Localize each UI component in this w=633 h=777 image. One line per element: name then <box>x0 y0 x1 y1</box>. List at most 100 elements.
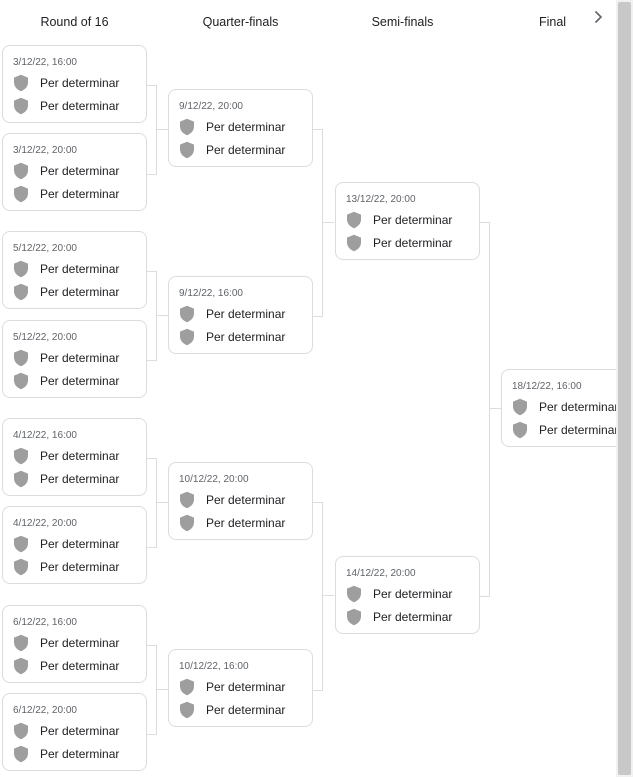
shield-icon <box>13 185 29 203</box>
shield-icon <box>512 398 528 416</box>
team-name: Per determinar <box>206 120 286 134</box>
match-team-home: Per determinar <box>13 73 119 93</box>
shield-icon <box>512 421 528 439</box>
team-name: Per determinar <box>40 636 120 650</box>
shield-icon <box>13 722 29 740</box>
match-team-away: Per determinar <box>13 184 119 204</box>
bracket-connector <box>313 129 323 317</box>
team-name: Per determinar <box>40 76 120 90</box>
match-date: 3/12/22, 20:00 <box>13 145 77 156</box>
shield-icon <box>179 141 195 159</box>
shield-icon <box>346 585 362 603</box>
match-date: 9/12/22, 20:00 <box>179 101 243 112</box>
bracket-connector <box>147 271 157 361</box>
team-name: Per determinar <box>373 587 453 601</box>
match-card-qf-3[interactable]: 10/12/22, 20:00 Per determinar Per deter… <box>168 462 313 540</box>
shield-icon <box>13 283 29 301</box>
team-name: Per determinar <box>40 99 120 113</box>
team-name: Per determinar <box>206 680 286 694</box>
bracket-connector <box>480 222 490 597</box>
shield-icon <box>13 447 29 465</box>
match-team-away: Per determinar <box>13 282 119 302</box>
team-name: Per determinar <box>40 747 120 761</box>
team-name: Per determinar <box>373 213 453 227</box>
bracket-connector <box>157 129 168 130</box>
scrollbar-thumb[interactable] <box>618 2 631 775</box>
match-team-away: Per determinar <box>179 327 285 347</box>
match-team-home: Per determinar <box>179 117 285 137</box>
match-date: 9/12/22, 16:00 <box>179 288 243 299</box>
match-card-sf-2[interactable]: 14/12/22, 20:00 Per determinar Per deter… <box>335 556 480 634</box>
match-team-home: Per determinar <box>13 348 119 368</box>
team-name: Per determinar <box>40 472 120 486</box>
match-team-away: Per determinar <box>179 513 285 533</box>
round-header-quarter-finals[interactable]: Quarter-finals <box>202 15 279 29</box>
match-card-r16-8[interactable]: 6/12/22, 20:00 Per determinar Per determ… <box>2 693 147 771</box>
team-name: Per determinar <box>206 516 286 530</box>
bracket-connector <box>323 222 334 223</box>
round-header-final[interactable]: Final <box>538 15 567 29</box>
match-date: 6/12/22, 16:00 <box>13 617 77 628</box>
match-team-away: Per determinar <box>13 656 119 676</box>
bracket-connector <box>157 689 168 690</box>
bracket-connector <box>147 458 157 548</box>
team-name: Per determinar <box>40 374 120 388</box>
shield-icon <box>346 211 362 229</box>
shield-icon <box>179 701 195 719</box>
team-name: Per determinar <box>206 330 286 344</box>
match-card-r16-1[interactable]: 3/12/22, 16:00 Per determinar Per determ… <box>2 45 147 123</box>
match-card-qf-4[interactable]: 10/12/22, 16:00 Per determinar Per deter… <box>168 649 313 727</box>
shield-icon <box>346 608 362 626</box>
bracket-connector <box>147 85 157 175</box>
team-name: Per determinar <box>40 285 120 299</box>
match-date: 3/12/22, 16:00 <box>13 57 77 68</box>
match-card-r16-4[interactable]: 5/12/22, 20:00 Per determinar Per determ… <box>2 320 147 398</box>
match-date: 14/12/22, 20:00 <box>346 568 416 579</box>
shield-icon <box>179 491 195 509</box>
team-name: Per determinar <box>206 703 286 717</box>
match-date: 5/12/22, 20:00 <box>13 243 77 254</box>
match-card-r16-5[interactable]: 4/12/22, 16:00 Per determinar Per determ… <box>2 418 147 496</box>
match-team-away: Per determinar <box>346 233 452 253</box>
match-team-away: Per determinar <box>512 420 618 440</box>
team-name: Per determinar <box>206 493 286 507</box>
match-card-r16-7[interactable]: 6/12/22, 16:00 Per determinar Per determ… <box>2 605 147 683</box>
match-card-qf-2[interactable]: 9/12/22, 16:00 Per determinar Per determ… <box>168 276 313 354</box>
shield-icon <box>13 558 29 576</box>
match-team-home: Per determinar <box>13 259 119 279</box>
match-date: 6/12/22, 20:00 <box>13 705 77 716</box>
match-card-r16-6[interactable]: 4/12/22, 20:00 Per determinar Per determ… <box>2 506 147 584</box>
shield-icon <box>179 678 195 696</box>
match-card-qf-1[interactable]: 9/12/22, 20:00 Per determinar Per determ… <box>168 89 313 167</box>
shield-icon <box>13 349 29 367</box>
team-name: Per determinar <box>40 560 120 574</box>
team-name: Per determinar <box>539 423 619 437</box>
match-card-final[interactable]: 18/12/22, 16:00 Per determinar Per deter… <box>501 369 633 447</box>
bracket-connector <box>323 595 334 596</box>
match-team-home: Per determinar <box>512 397 618 417</box>
match-card-r16-2[interactable]: 3/12/22, 20:00 Per determinar Per determ… <box>2 133 147 211</box>
match-team-home: Per determinar <box>179 490 285 510</box>
next-round-button[interactable] <box>585 6 611 32</box>
shield-icon <box>13 97 29 115</box>
match-team-home: Per determinar <box>13 633 119 653</box>
match-date: 18/12/22, 16:00 <box>512 381 582 392</box>
round-header-round-of-16[interactable]: Round of 16 <box>40 15 109 29</box>
chevron-right-icon <box>593 10 603 29</box>
match-team-away: Per determinar <box>346 607 452 627</box>
shield-icon <box>179 305 195 323</box>
round-header-semi-finals[interactable]: Semi-finals <box>371 15 434 29</box>
team-name: Per determinar <box>373 236 453 250</box>
bracket-connector <box>313 502 323 691</box>
match-card-r16-3[interactable]: 5/12/22, 20:00 Per determinar Per determ… <box>2 231 147 309</box>
match-team-away: Per determinar <box>179 140 285 160</box>
bracket-connector <box>490 408 501 409</box>
match-team-away: Per determinar <box>179 700 285 720</box>
bracket-connector <box>147 645 157 735</box>
shield-icon <box>13 162 29 180</box>
team-name: Per determinar <box>40 164 120 178</box>
match-card-sf-1[interactable]: 13/12/22, 20:00 Per determinar Per deter… <box>335 182 480 260</box>
match-team-home: Per determinar <box>179 677 285 697</box>
team-name: Per determinar <box>373 610 453 624</box>
